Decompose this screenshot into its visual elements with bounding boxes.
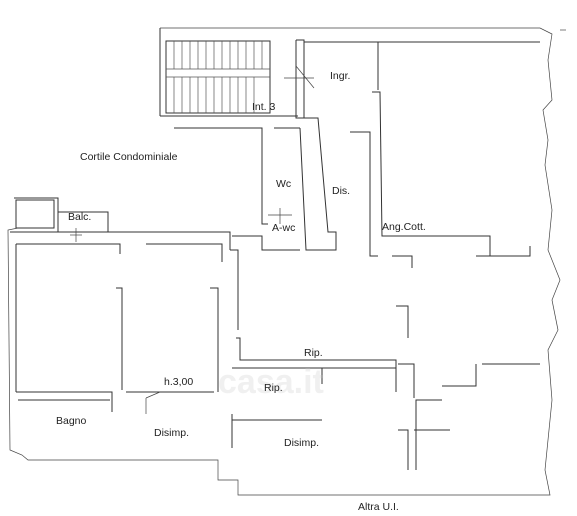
- label-cortile-condominiale: Cortile Condominiale: [80, 151, 178, 163]
- label-ceiling-height: h.3,00: [164, 376, 194, 388]
- label-altra-unita: Altra U.I.: [358, 501, 399, 513]
- left-rooms-walls: [10, 197, 231, 414]
- label-ripostiglio-lower: Rip.: [264, 382, 283, 394]
- label-int-3: Int. 3: [252, 101, 276, 113]
- label-disimpegno-center: Disimp.: [284, 437, 320, 449]
- label-angolo-cottura: Ang.Cott.: [382, 221, 426, 233]
- label-disimpegno: Dis.: [332, 185, 351, 197]
- label-balcone: Balc.: [68, 211, 92, 223]
- right-rooms-walls: [392, 246, 540, 470]
- label-disimpegno-left: Disimp.: [154, 427, 190, 439]
- label-bagno: Bagno: [56, 415, 87, 427]
- entrance-walls: [174, 39, 540, 257]
- watermark: casa.it: [218, 363, 324, 401]
- outer-boundary: [7, 27, 566, 496]
- label-antibagno: A-wc: [272, 222, 296, 234]
- label-wc: Wc: [276, 178, 292, 190]
- label-ripostiglio-upper: Rip.: [304, 347, 323, 359]
- central-walls: [230, 235, 450, 470]
- label-ingresso: Ingr.: [330, 70, 351, 82]
- staircase: [159, 28, 298, 117]
